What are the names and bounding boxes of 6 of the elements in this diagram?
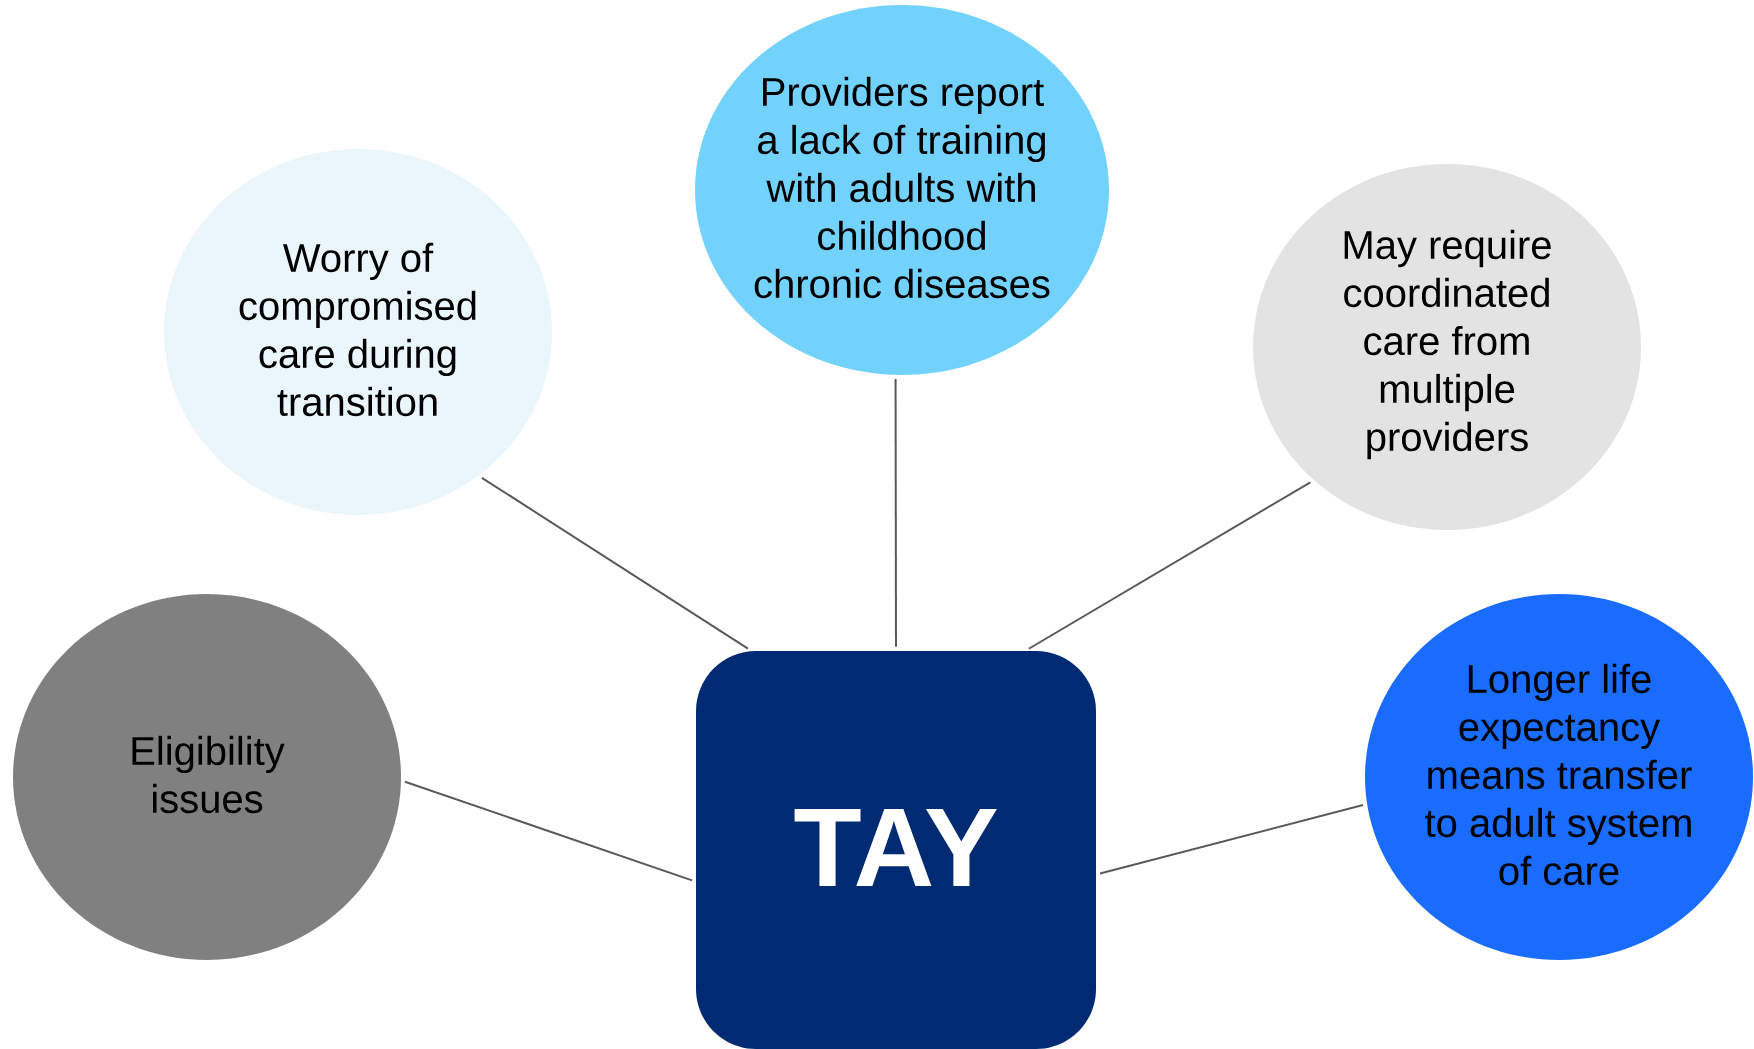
connector-line <box>894 378 897 648</box>
connector-line <box>1099 804 1365 875</box>
connector-line <box>403 780 694 882</box>
connector-line <box>1027 481 1312 650</box>
connector-line <box>480 476 749 650</box>
center-box: TAY <box>696 651 1096 1049</box>
